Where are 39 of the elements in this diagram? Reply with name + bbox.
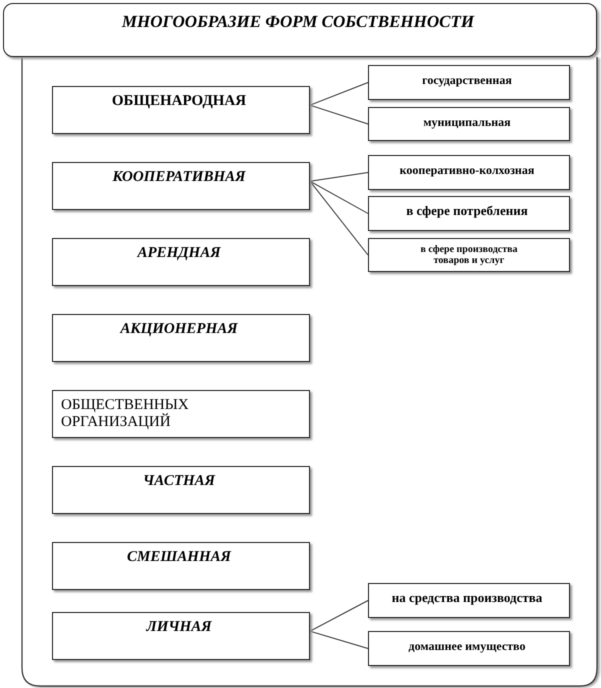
connector-line <box>310 630 368 649</box>
category-label: КООПЕРАТИВНАЯ <box>112 169 247 186</box>
category-label: СМЕШАННАЯ <box>126 549 232 566</box>
category-label: в сфере потребления <box>405 204 529 219</box>
category-label: на средства производства <box>390 591 544 606</box>
category-label: муниципальная <box>422 116 512 130</box>
category-box <box>368 583 570 618</box>
connector-line <box>310 172 368 182</box>
category-label: ЧАСТНАЯ <box>142 473 216 490</box>
category-label: АКЦИОНЕРНАЯ <box>118 321 239 338</box>
connector-line <box>310 82 368 106</box>
category-label: в сфере производства товаров и услуг <box>419 244 519 266</box>
category-box <box>52 466 310 514</box>
category-label: МНОГООБРАЗИЕ ФОРМ СОБСТВЕННОСТИ <box>120 12 476 32</box>
category-box <box>52 238 310 286</box>
connector-line <box>310 104 368 124</box>
category-box <box>368 107 570 141</box>
category-label: домашнее имущество <box>408 640 526 654</box>
connector-line <box>310 180 368 256</box>
category-box <box>52 542 310 590</box>
category-box <box>368 238 570 272</box>
category-box <box>368 196 570 231</box>
category-box <box>368 155 570 190</box>
category-label: государственная <box>421 74 513 88</box>
connector-line <box>310 180 368 214</box>
category-label: ОБЩЕСТВЕННЫХ ОРГАНИЗАЦИЙ <box>61 397 190 432</box>
title-box <box>3 3 597 57</box>
category-label: ЛИЧНАЯ <box>145 619 213 636</box>
category-box <box>52 162 310 210</box>
connector-line <box>310 600 368 632</box>
category-label: ОБЩЕНАРОДНАЯ <box>110 93 248 110</box>
category-label: АРЕНДНАЯ <box>136 245 222 262</box>
category-box <box>52 86 310 134</box>
category-box <box>52 612 310 660</box>
category-label: кооперативно-колхозная <box>398 164 536 178</box>
category-box <box>52 314 310 362</box>
category-box <box>368 631 570 666</box>
category-box <box>52 390 310 438</box>
category-box <box>368 65 570 100</box>
